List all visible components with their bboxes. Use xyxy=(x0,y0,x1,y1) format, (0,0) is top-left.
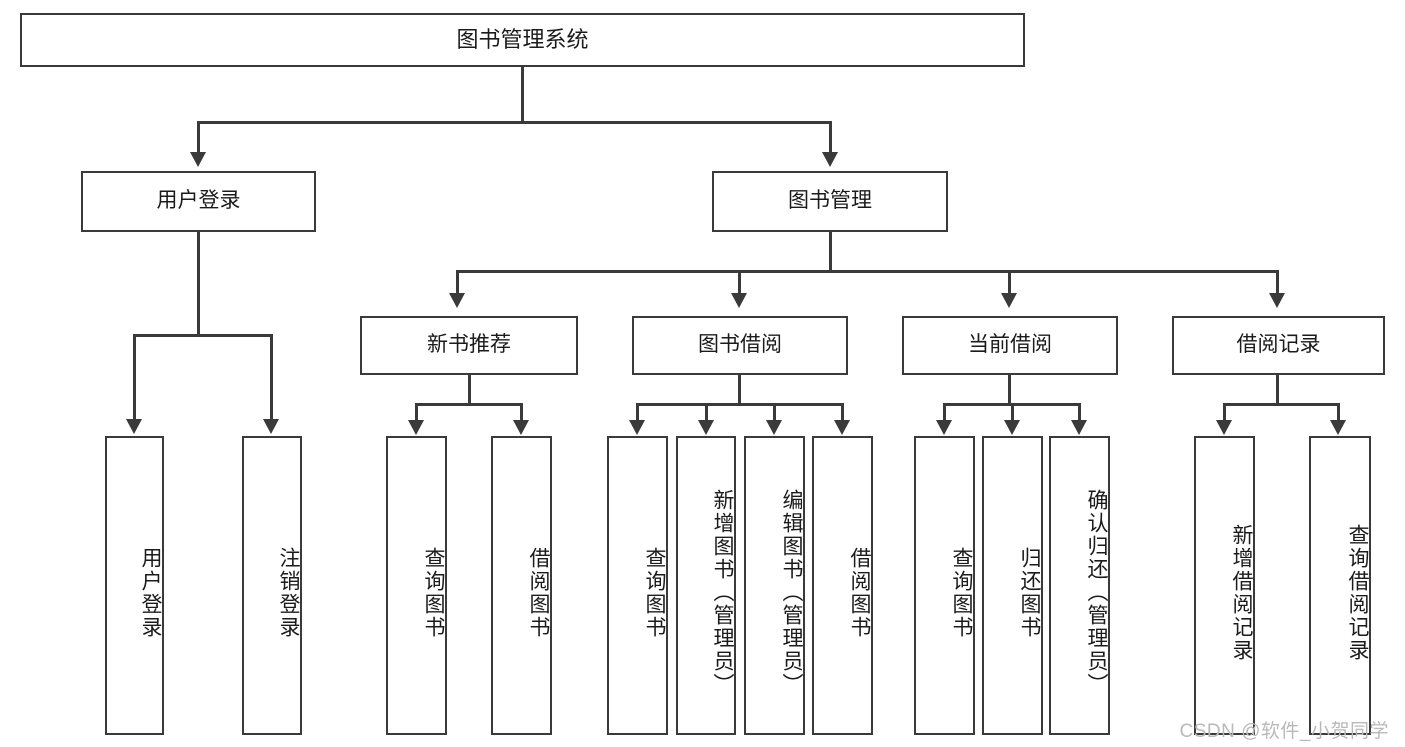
node-label: 借阅图书 xyxy=(848,546,871,639)
node-new-book-recommend[interactable]: 新书推荐 xyxy=(360,316,578,375)
connector-bookmgmt-drop-2 xyxy=(738,270,741,294)
node-current-borrow[interactable]: 当前借阅 xyxy=(902,316,1118,375)
connector-borrowrecord-drop-2 xyxy=(1337,403,1340,421)
node-label: 查询图书 xyxy=(643,546,666,639)
node-label: 用户登录 xyxy=(156,189,241,213)
arrowhead-newbook-1 xyxy=(408,420,424,435)
connector-userlogin-stem xyxy=(197,232,200,336)
leaf-add-book-admin[interactable]: 新增图书（管理员） xyxy=(676,436,736,735)
leaf-confirm-return-admin[interactable]: 确认归还（管理员） xyxy=(1049,436,1110,735)
arrowhead-to-user-login xyxy=(190,152,206,167)
arrowhead-bookborrow-2 xyxy=(698,420,714,435)
connector-bookmgmt-drop-1 xyxy=(456,270,459,294)
node-label: 归还图书 xyxy=(1018,546,1041,639)
node-label: 图书管理 xyxy=(788,189,872,213)
arrowhead-borrowrecord-1 xyxy=(1216,420,1232,435)
node-label: 新书推荐 xyxy=(427,333,511,357)
arrowhead-to-current-borrow xyxy=(1001,293,1017,308)
connector-root-bus xyxy=(197,121,832,124)
arrowhead-to-book-manage xyxy=(822,152,838,167)
node-label: 图书借阅 xyxy=(698,333,782,357)
leaf-borrow-book-newrec[interactable]: 借阅图书 xyxy=(491,436,552,735)
node-borrow-record[interactable]: 借阅记录 xyxy=(1172,316,1385,375)
leaf-logout[interactable]: 注销登录 xyxy=(242,436,302,735)
connector-bookborrow-drop-4 xyxy=(841,403,844,421)
node-label: 新增借阅记录 xyxy=(1230,523,1253,662)
node-label: 查询图书 xyxy=(422,546,445,639)
connector-bookborrow-bus xyxy=(636,403,844,406)
connector-bookmgmt-stem xyxy=(829,232,832,272)
node-label: 借阅记录 xyxy=(1236,333,1321,357)
connector-bookborrow-drop-2 xyxy=(705,403,708,421)
leaf-return-book[interactable]: 归还图书 xyxy=(982,436,1043,735)
connector-root-stem xyxy=(521,67,524,123)
arrowhead-to-new-book-rec xyxy=(449,293,465,308)
connector-userlogin-bus xyxy=(133,334,273,337)
node-book-management[interactable]: 图书管理 xyxy=(712,171,948,232)
watermark-text: CSDN @软件_小贺同学 xyxy=(1179,721,1389,742)
connector-bookborrow-drop-3 xyxy=(773,403,776,421)
arrowhead-bookborrow-3 xyxy=(766,420,782,435)
connector-currentborrow-stem xyxy=(1008,375,1011,405)
arrowhead-newbook-2 xyxy=(513,420,529,435)
leaf-add-borrow-record[interactable]: 新增借阅记录 xyxy=(1194,436,1255,735)
connector-bookborrow-drop-1 xyxy=(636,403,639,421)
node-label: 借阅图书 xyxy=(527,546,550,639)
leaf-query-book-borrow[interactable]: 查询图书 xyxy=(607,436,668,735)
leaf-query-book-newrec[interactable]: 查询图书 xyxy=(386,436,447,735)
connector-currentborrow-drop-2 xyxy=(1011,403,1014,421)
connector-root-drop-1 xyxy=(197,121,200,153)
node-label: 注销登录 xyxy=(277,546,300,639)
node-label: 新增图书（管理员） xyxy=(711,489,734,696)
connector-borrowrecord-bus xyxy=(1223,403,1339,406)
connector-bookmgmt-drop-4 xyxy=(1276,270,1279,294)
node-label: 确认归还（管理员） xyxy=(1085,489,1108,696)
node-root-system[interactable]: 图书管理系统 xyxy=(20,13,1025,67)
arrowhead-currentborrow-3 xyxy=(1071,420,1087,435)
node-label: 图书管理系统 xyxy=(456,27,589,53)
connector-newbook-drop-2 xyxy=(520,403,523,421)
node-book-borrow[interactable]: 图书借阅 xyxy=(632,316,848,375)
arrowhead-to-book-borrow xyxy=(731,293,747,308)
arrowhead-bookborrow-4 xyxy=(834,420,850,435)
connector-userlogin-drop-1 xyxy=(133,334,136,420)
connector-userlogin-drop-2 xyxy=(270,334,273,420)
connector-bookmgmt-bus xyxy=(456,270,1279,273)
leaf-query-borrow-record[interactable]: 查询借阅记录 xyxy=(1309,436,1371,735)
connector-borrowrecord-stem xyxy=(1276,375,1279,405)
connector-currentborrow-drop-3 xyxy=(1078,403,1081,421)
connector-newbook-bus xyxy=(415,403,523,406)
leaf-borrow-book[interactable]: 借阅图书 xyxy=(812,436,873,735)
arrowhead-currentborrow-1 xyxy=(936,420,952,435)
connector-newbook-stem xyxy=(468,375,471,405)
arrowhead-bookborrow-1 xyxy=(629,420,645,435)
node-label: 当前借阅 xyxy=(968,333,1052,357)
arrowhead-currentborrow-2 xyxy=(1004,420,1020,435)
arrowhead-to-borrow-record xyxy=(1269,293,1285,308)
connector-bookmgmt-drop-3 xyxy=(1008,270,1011,294)
connector-root-drop-2 xyxy=(829,121,832,153)
node-user-login[interactable]: 用户登录 xyxy=(81,171,316,232)
leaf-edit-book-admin[interactable]: 编辑图书（管理员） xyxy=(744,436,805,735)
node-label: 编辑图书（管理员） xyxy=(780,489,803,696)
node-label: 查询图书 xyxy=(950,546,973,639)
node-label: 用户登录 xyxy=(139,546,162,639)
node-label: 查询借阅记录 xyxy=(1346,523,1369,662)
leaf-query-book-current[interactable]: 查询图书 xyxy=(914,436,975,735)
connector-newbook-drop-1 xyxy=(415,403,418,421)
arrowhead-to-leaf-logout xyxy=(263,419,279,434)
arrowhead-to-leaf-user-login xyxy=(126,419,142,434)
connector-borrowrecord-drop-1 xyxy=(1223,403,1226,421)
arrowhead-borrowrecord-2 xyxy=(1330,420,1346,435)
connector-bookborrow-stem xyxy=(738,375,741,405)
connector-currentborrow-drop-1 xyxy=(943,403,946,421)
leaf-user-login[interactable]: 用户登录 xyxy=(105,436,164,735)
